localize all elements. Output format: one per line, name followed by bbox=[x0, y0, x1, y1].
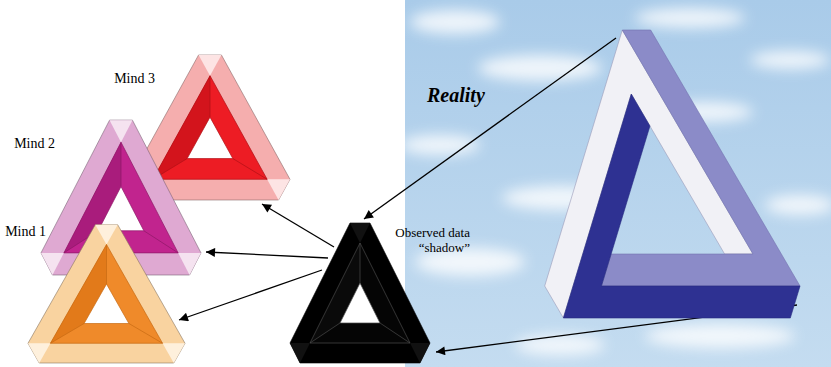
arrow-connector bbox=[262, 204, 334, 247]
node-label: Observed data “shadow” bbox=[378, 226, 470, 256]
facet-line bbox=[107, 245, 163, 344]
triangle-hole bbox=[84, 284, 129, 324]
inner-band bbox=[310, 243, 410, 343]
shadow-triangle: Observed data “shadow” bbox=[290, 223, 430, 363]
triangle-shape bbox=[290, 223, 430, 363]
arrow-connector bbox=[179, 270, 322, 320]
facet-line bbox=[310, 323, 340, 343]
facet-line bbox=[153, 76, 210, 180]
inner-face bbox=[50, 245, 106, 344]
inner-face bbox=[153, 76, 210, 180]
corner-facet bbox=[410, 343, 430, 363]
facet-line bbox=[121, 142, 178, 253]
sky bbox=[405, 0, 831, 367]
triangle-hole bbox=[340, 283, 380, 323]
corner-facet bbox=[290, 343, 310, 363]
corner-facet bbox=[350, 223, 370, 243]
facet-line bbox=[121, 142, 122, 186]
facet-line bbox=[233, 159, 267, 180]
triangle-figure bbox=[28, 225, 185, 363]
node-label: Reality bbox=[427, 84, 485, 107]
penrose-triangle bbox=[545, 30, 800, 318]
corner-facet bbox=[41, 253, 64, 275]
triangle-hole bbox=[187, 117, 233, 158]
inner-band bbox=[50, 245, 162, 344]
facet-line bbox=[144, 231, 178, 253]
mind-triangle: Mind 1 bbox=[28, 225, 185, 363]
corner-facet bbox=[110, 120, 133, 142]
facet-line bbox=[210, 76, 211, 117]
facet-line bbox=[380, 323, 410, 343]
facet-line bbox=[310, 243, 360, 343]
node-label: Mind 3 bbox=[114, 71, 155, 87]
facet-line bbox=[129, 324, 163, 344]
outer-band bbox=[28, 225, 185, 363]
clouds bbox=[405, 8, 831, 355]
corner-facet bbox=[28, 343, 50, 363]
corner-facet bbox=[267, 179, 290, 200]
facet-line bbox=[210, 76, 267, 180]
corner-facet bbox=[199, 55, 222, 76]
corner-facet bbox=[95, 225, 117, 245]
inner-band bbox=[153, 76, 267, 180]
facet-line bbox=[310, 343, 410, 344]
triangle-figure bbox=[290, 223, 430, 363]
facet-line bbox=[50, 324, 84, 344]
facet-line bbox=[360, 243, 361, 283]
triangle-shape bbox=[28, 225, 185, 363]
blue-beam bbox=[563, 94, 800, 318]
corner-facet bbox=[178, 253, 201, 275]
facet-line bbox=[50, 343, 162, 344]
reality-region: Reality bbox=[420, 20, 820, 320]
corner-facet bbox=[163, 343, 185, 363]
facet-line bbox=[153, 179, 267, 180]
penrose-figure bbox=[420, 20, 820, 320]
triangle-hole bbox=[98, 187, 144, 231]
arrow-connector bbox=[206, 252, 328, 258]
facet-line bbox=[106, 245, 107, 285]
node-label: Mind 1 bbox=[5, 224, 46, 240]
inner-face bbox=[310, 243, 360, 343]
node-label: Mind 2 bbox=[14, 136, 55, 152]
facet-line bbox=[50, 245, 106, 344]
facet-line bbox=[360, 243, 410, 343]
outer-band bbox=[290, 223, 430, 363]
